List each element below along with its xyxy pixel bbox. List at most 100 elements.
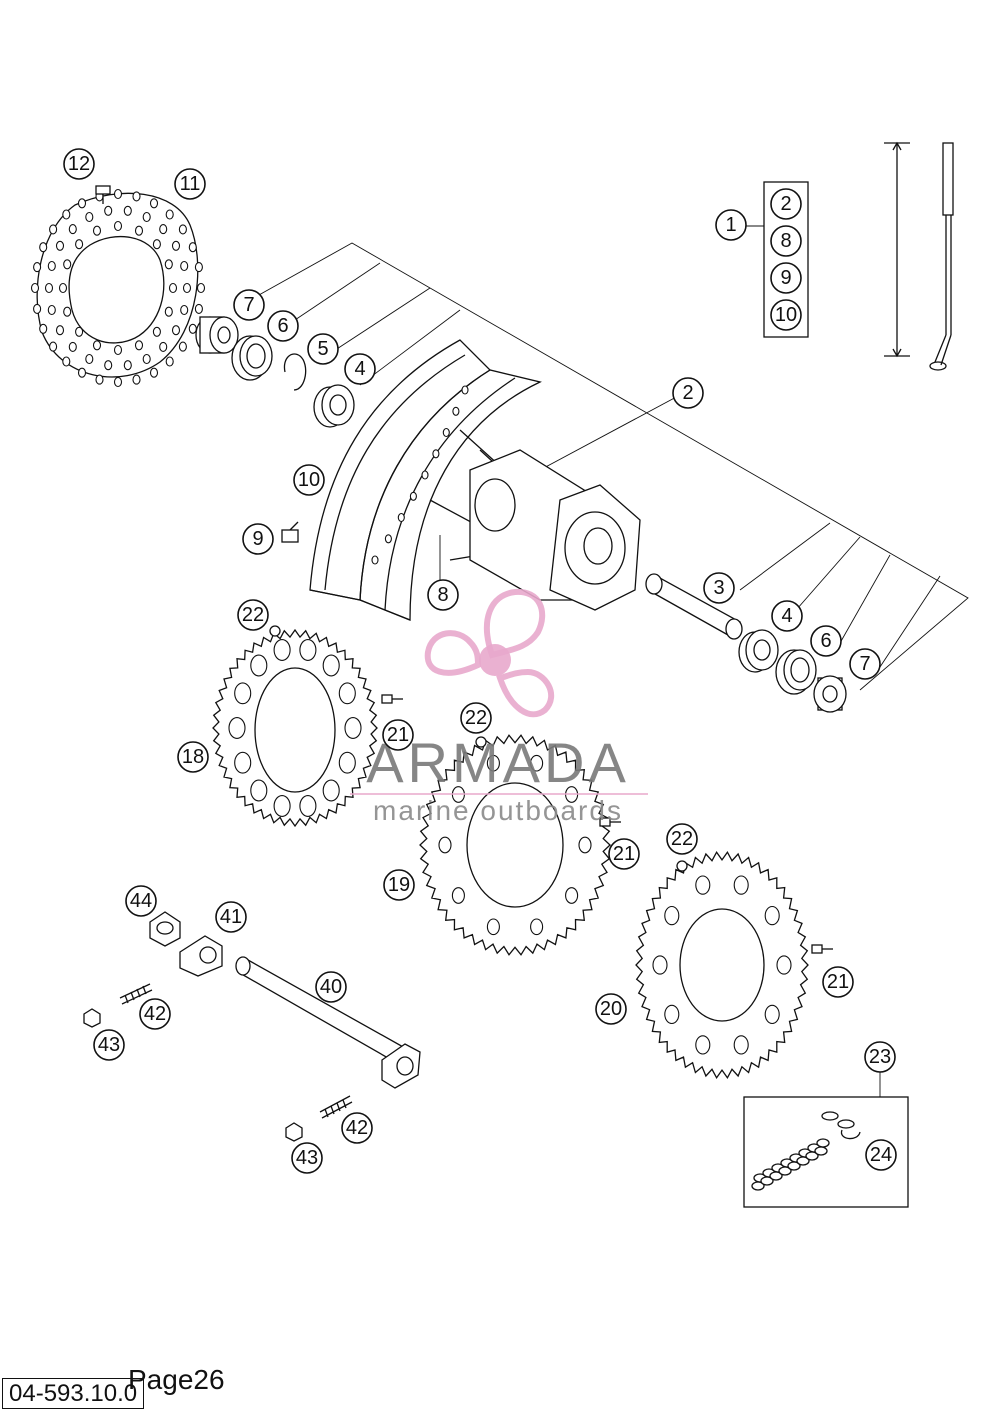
callout-kit-10: 10: [770, 299, 802, 331]
sprocket-hole: [273, 639, 291, 661]
disc-hole: [134, 225, 144, 236]
seal-left: [231, 335, 273, 381]
callout-24: 24: [865, 1139, 897, 1171]
sprocket-hole: [578, 836, 592, 854]
disc-hole: [113, 376, 123, 388]
sprocket-nuts: [269, 625, 688, 872]
callout-18: 18: [177, 741, 209, 773]
disc-hole: [47, 304, 56, 316]
watermark-subtitle: marine outboards: [373, 795, 623, 826]
sprocket-20: [635, 850, 809, 1080]
callout-label: 1: [725, 214, 736, 236]
disc-hole: [95, 374, 104, 385]
callout-42-a: 42: [139, 998, 171, 1030]
sprocket-hole: [451, 887, 465, 904]
callout-label: 9: [780, 267, 791, 289]
callout-21-a: 21: [382, 719, 414, 751]
callout-label: 21: [613, 843, 635, 865]
adjuster-screws: [119, 983, 353, 1119]
disc-hole: [159, 341, 168, 352]
sprocket-hole: [733, 875, 749, 895]
callout-label: 10: [775, 304, 797, 326]
disc-hole: [49, 224, 58, 235]
callout-label: 43: [296, 1147, 318, 1169]
callout-label: 40: [320, 976, 342, 998]
disc-hole: [149, 367, 159, 378]
spacer-right: [813, 675, 847, 713]
sprocket-hole: [438, 836, 452, 854]
brake-disc: [30, 188, 206, 388]
kit-box: [763, 181, 809, 338]
callout-2: 2: [672, 377, 704, 409]
callout-42-b: 42: [341, 1112, 373, 1144]
disc-hole: [188, 323, 197, 334]
callout-label: 3: [713, 577, 724, 599]
sprocket-hole: [234, 682, 252, 705]
callout-4-left: 4: [344, 353, 376, 385]
disc-hole: [39, 242, 48, 253]
callout-label: 7: [243, 294, 254, 316]
disc-hole: [178, 224, 187, 235]
rim-hole: [397, 512, 405, 523]
disc-hole: [75, 239, 84, 250]
callout-44: 44: [125, 885, 157, 917]
disc-hole: [152, 326, 161, 337]
callout-1: 1: [715, 209, 747, 241]
hub: [429, 429, 641, 611]
chain-link: [814, 1146, 828, 1156]
callout-label: 23: [869, 1046, 891, 1068]
disc-hole: [164, 259, 173, 270]
sprocket-hole: [776, 955, 792, 975]
chain-adjuster-left: [179, 935, 223, 977]
disc-hole: [55, 325, 65, 336]
disc-hole: [113, 188, 123, 200]
callout-21-c: 21: [822, 966, 854, 998]
sprocket-hole: [530, 754, 544, 772]
disc-hole: [33, 303, 42, 314]
rim-hole: [384, 534, 392, 544]
sprocket-hole: [695, 1035, 711, 1055]
disc-hole: [62, 356, 71, 367]
disc-hole: [194, 303, 203, 314]
callout-label: 4: [781, 605, 792, 627]
disc-hole: [104, 205, 113, 216]
callout-label: 8: [437, 584, 448, 606]
disc-hole: [85, 353, 94, 365]
callout-7-left: 7: [233, 289, 265, 321]
callout-7-right: 7: [849, 648, 881, 680]
disc-hole: [44, 282, 54, 294]
sprocket-hole: [664, 905, 680, 926]
sprocket-hole: [764, 1004, 780, 1025]
disc-hole: [196, 282, 206, 294]
disc-hole: [49, 341, 58, 352]
disc-hole: [75, 326, 84, 337]
sprocket-hole: [322, 779, 340, 802]
sprocket-hole: [733, 1035, 749, 1055]
watermark: ARMADA marine outboards: [350, 588, 648, 826]
sprocket-bolts: [381, 694, 833, 954]
disc-hole: [77, 198, 87, 209]
disc-hole: [178, 341, 187, 352]
callout-label: 42: [346, 1117, 368, 1139]
spacer-left: [195, 316, 239, 354]
callout-kit-8: 8: [770, 225, 802, 257]
disc-hole: [132, 374, 141, 385]
disc-hole: [142, 353, 151, 365]
callout-label: 5: [317, 338, 328, 360]
disc-hole: [180, 260, 189, 272]
callout-label: 12: [68, 153, 90, 175]
sprocket-18: [212, 628, 378, 828]
sprocket-hole: [299, 795, 317, 817]
callout-19: 19: [383, 869, 415, 901]
callout-label: 42: [144, 1003, 166, 1025]
callout-label: 6: [820, 630, 831, 652]
disc-hole: [152, 239, 161, 250]
disc-hole: [30, 282, 40, 294]
callout-label: 10: [298, 469, 320, 491]
disc-hole: [164, 306, 173, 317]
sprocket-hole: [486, 918, 500, 936]
callout-20: 20: [595, 993, 627, 1025]
rim-hole: [442, 427, 450, 438]
circlip: [283, 353, 307, 391]
disc-hole: [180, 304, 189, 316]
